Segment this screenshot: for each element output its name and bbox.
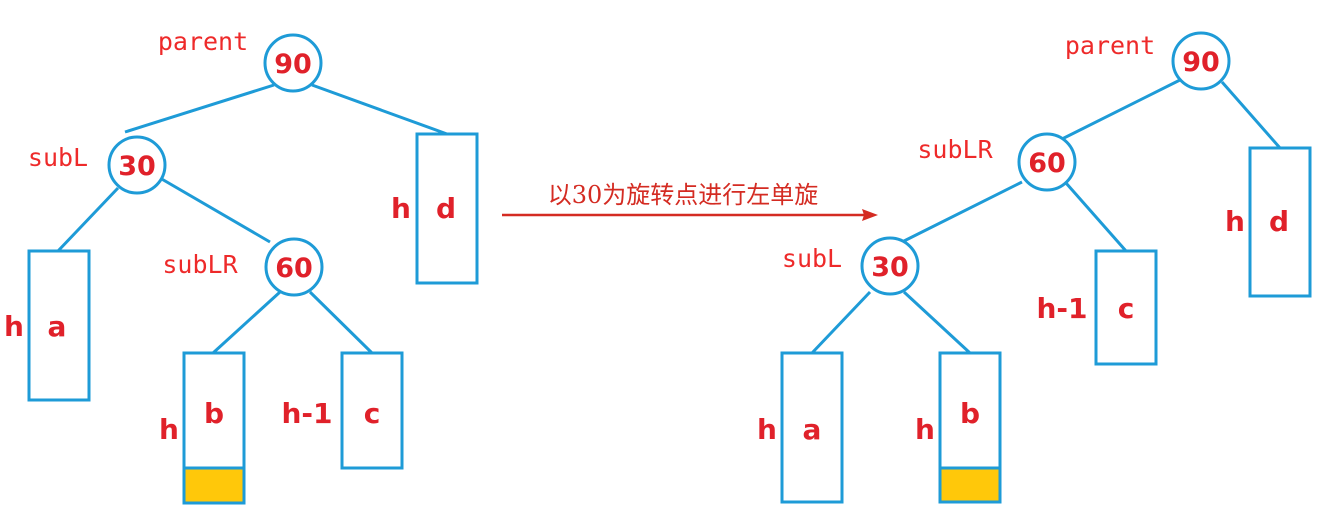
subtree-d-label: d <box>1269 205 1289 238</box>
rotation-label: 以30为旋转点进行左单旋 <box>548 181 819 209</box>
rotation-arrow: 以30为旋转点进行左单旋 <box>502 181 878 221</box>
subtree-b-extra-level <box>938 466 1002 504</box>
edge-90-60 <box>1059 78 1181 142</box>
after-tree: a h b h c h-1 d h 90 parent 60 subLR 30 … <box>757 31 1312 504</box>
node-90-value: 90 <box>1182 47 1220 78</box>
subtree-a-height: h <box>4 310 24 343</box>
subtree-a-box <box>780 351 844 504</box>
subtree-b-label: b <box>960 397 980 430</box>
subtree-d-height: h <box>1225 205 1245 238</box>
subtree-b-label: b <box>204 397 224 430</box>
node-60 <box>264 237 324 297</box>
subtree-a-height: h <box>757 413 777 446</box>
subtree-c-box <box>1094 249 1158 366</box>
edge-30-b <box>902 290 972 355</box>
node-30 <box>107 135 167 195</box>
parent-tag: parent <box>158 27 248 56</box>
before-tree: a h b h c h-1 d h 90 parent 30 subL 60 s… <box>4 27 479 505</box>
subtree-c-label: c <box>364 397 381 430</box>
subtree-d-box <box>1248 146 1312 298</box>
edge-60-b <box>211 290 282 355</box>
subL-tag: subL <box>782 244 842 273</box>
subtree-a-box <box>27 249 91 402</box>
subtree-d-height: h <box>391 192 411 225</box>
edge-60-30 <box>899 180 1023 245</box>
edge-90-d <box>311 83 448 136</box>
subLR-tag: subLR <box>162 250 238 279</box>
node-60 <box>1017 132 1077 192</box>
subtree-b-height: h <box>159 413 179 446</box>
parent-tag: parent <box>1065 31 1155 60</box>
edge-30-60 <box>159 176 271 244</box>
edge-30-a <box>56 186 120 253</box>
node-30 <box>860 236 920 296</box>
subtree-c-height: h-1 <box>281 397 332 430</box>
edge-30-a <box>810 290 872 355</box>
node-60-value: 60 <box>275 253 313 284</box>
edge-90-d <box>1220 81 1282 149</box>
subtree-d-box <box>415 132 479 285</box>
subtree-d-label: d <box>436 192 456 225</box>
subtree-a-label: a <box>803 413 822 446</box>
arrow-head <box>862 209 878 221</box>
node-60-value: 60 <box>1028 148 1066 179</box>
subL-tag: subL <box>28 143 88 172</box>
subtree-c-box <box>340 351 404 470</box>
node-30-value: 30 <box>118 151 156 182</box>
edge-90-30 <box>124 83 275 134</box>
subtree-b-box <box>938 351 1002 470</box>
subtree-b-height: h <box>915 413 935 446</box>
node-90 <box>263 33 323 93</box>
node-30-value: 30 <box>871 252 909 283</box>
node-90 <box>1171 31 1231 91</box>
subtree-c-height: h-1 <box>1036 292 1087 325</box>
subLR-tag: subLR <box>917 135 993 164</box>
subtree-c-label: c <box>1118 292 1135 325</box>
subtree-a-label: a <box>48 310 67 343</box>
edge-60-c <box>1064 182 1128 252</box>
node-90-value: 90 <box>274 49 312 80</box>
subtree-b-extra-level <box>182 466 246 505</box>
edge-60-c <box>308 290 374 355</box>
